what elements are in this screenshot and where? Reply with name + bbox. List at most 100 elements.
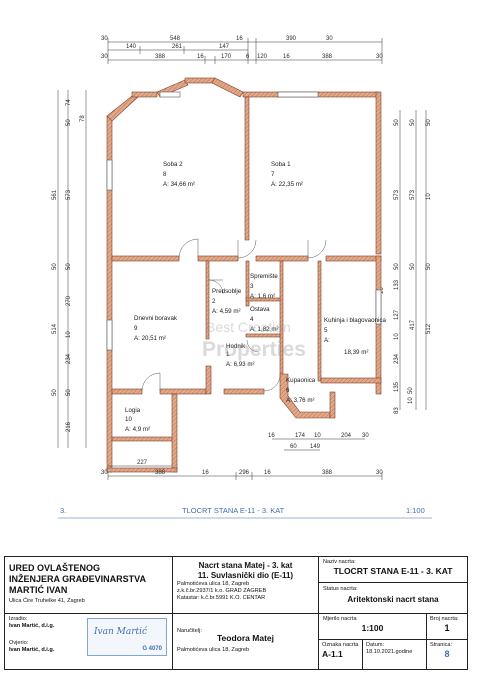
dim-label: 514 bbox=[52, 323, 58, 334]
mark-value: A-1.1 bbox=[322, 649, 343, 659]
room-area: A: 6,93 m² bbox=[226, 361, 255, 368]
date-value: 18.10.2021.godine bbox=[366, 649, 413, 655]
dim-label: 50 bbox=[408, 387, 414, 394]
dim-label: 548 bbox=[170, 36, 181, 42]
date-label: Datum: bbox=[366, 642, 385, 648]
ovjerio-label: Ovjerio: bbox=[9, 640, 29, 646]
room-name: Dnevni boravak bbox=[134, 315, 178, 322]
left-dimensions: 74 78 50 561 573 50 50 270 514 10 234 50… bbox=[52, 99, 86, 432]
office-line3: MARTIĆ IVAN bbox=[9, 585, 68, 595]
floor-plan: 30 548 16 390 30 140 261 147 30 388 16 1… bbox=[52, 36, 432, 519]
dim-label: 10 bbox=[394, 333, 400, 340]
drawing-name: TLOCRT STANA E-11 - 3. KAT bbox=[333, 566, 453, 576]
room-name: Kupaonica bbox=[286, 377, 316, 384]
dim-label: 50 bbox=[426, 119, 432, 126]
dim-label: 16 bbox=[283, 54, 290, 60]
ovjerio-name: Ivan Martić, d.i.g. bbox=[9, 647, 55, 653]
dim-label: 120 bbox=[257, 54, 268, 60]
status-label: Status nacrta: bbox=[323, 586, 358, 592]
dim-label: 10 bbox=[408, 397, 414, 404]
project-cell: Nacrt stana Matej - 3. kat 11. Suvlasnič… bbox=[173, 557, 319, 614]
dim-label: 149 bbox=[310, 444, 321, 450]
dim-label: 16 bbox=[202, 470, 209, 476]
sheetnum-label: Broj nacrta: bbox=[430, 616, 459, 622]
page-value: 8 bbox=[444, 649, 450, 659]
room-area: A: 4,59 m² bbox=[212, 308, 241, 315]
room-predsoblje: Predsoblje 2 A: 4,59 m² bbox=[212, 288, 242, 315]
signatures-cell: Izradio: Ivan Martić, d.i.g. Ovjerio: Iv… bbox=[5, 614, 173, 669]
izradio-label: Izradio: bbox=[9, 616, 28, 622]
bottom-dimensions: 30 388 16 296 16 388 30 bbox=[101, 470, 383, 476]
dim-label: 30 bbox=[376, 470, 383, 476]
date-cell: Datum: 18.10.2021.godine bbox=[363, 640, 427, 669]
office-line2: INŽENJERA GRAĐEVINARSTVA bbox=[9, 574, 147, 584]
status-cell: Status nacrta: Aritektonski nacrt stana bbox=[319, 583, 467, 614]
scale-cell: Mjerilo nacrta 1:100 bbox=[319, 614, 427, 640]
sheetnum-value: 1 bbox=[444, 623, 450, 633]
sheet-scale: 1:100 bbox=[406, 506, 425, 515]
dim-label: 147 bbox=[219, 44, 230, 50]
top-dim-row1: 30 548 16 390 30 bbox=[101, 36, 333, 42]
top-dim-row3: 30 388 16 170 6 120 16 388 30 bbox=[101, 54, 383, 60]
dim-label: 16 bbox=[197, 54, 204, 60]
room-ostava: Ostava 4 A: 1,82 m² bbox=[250, 306, 279, 333]
title-block: URED OVLAŠTENOG INŽENJERA GRAĐEVINARSTVA… bbox=[4, 556, 468, 670]
room-area: A: 34,66 m² bbox=[163, 181, 195, 188]
dim-label: 10 bbox=[314, 433, 321, 439]
dim-label: 60 bbox=[290, 444, 297, 450]
dim-label: 83 bbox=[394, 407, 400, 414]
project-addr1: Palmotićeva ulica 18, Zagreb bbox=[177, 581, 250, 587]
dim-label: 78 bbox=[80, 115, 86, 122]
client-label: Naručitelj: bbox=[177, 628, 202, 634]
scale-value: 1:100 bbox=[361, 623, 384, 633]
room-area: A: 4,9 m² bbox=[125, 426, 150, 433]
dim-label: 30 bbox=[101, 470, 108, 476]
room-name: Kuhinja i blagovaonica bbox=[324, 317, 386, 324]
dim-label: 16 bbox=[264, 470, 271, 476]
dim-label: 388 bbox=[155, 54, 166, 60]
dim-label: 10 bbox=[66, 331, 72, 338]
dim-label: 270 bbox=[66, 295, 72, 306]
sheet-title: TLOCRT STANA E-11 - 3. KAT bbox=[182, 506, 285, 515]
room-number: 7 bbox=[271, 171, 275, 178]
room-name: Spremište bbox=[250, 273, 278, 280]
watermark-line1: Best Croatian bbox=[206, 319, 291, 335]
dim-label: 561 bbox=[52, 189, 58, 200]
dim-label: 50 bbox=[66, 389, 72, 396]
dim-label: 573 bbox=[66, 189, 72, 200]
room-number: 6 bbox=[286, 387, 290, 394]
dim-label: 296 bbox=[239, 470, 250, 476]
windows bbox=[106, 91, 382, 351]
dim-label: 174 bbox=[295, 433, 306, 439]
dim-label: 10 bbox=[379, 287, 385, 294]
sheet-number: 3. bbox=[60, 506, 67, 515]
dim-label: 573 bbox=[394, 189, 400, 200]
dim-label: 50 bbox=[426, 263, 432, 270]
dim-label: 50 bbox=[394, 119, 400, 126]
right-dimensions: 50 573 50 10 133 127 10 234 135 83 10 50… bbox=[379, 119, 432, 414]
room-number: 9 bbox=[134, 325, 138, 332]
office-address: Ulica Ćire Truhelke 41, Zagreb bbox=[9, 598, 85, 604]
dim-label: 127 bbox=[394, 309, 400, 320]
dim-label: 133 bbox=[394, 279, 400, 290]
drawing-name-cell: Naziv nacrta: TLOCRT STANA E-11 - 3. KAT bbox=[319, 557, 467, 583]
bottom-mid-dimensions: 16 174 10 204 30 60 149 227 bbox=[108, 433, 369, 467]
dim-label: 10 bbox=[426, 193, 432, 200]
room-soba-2: Soba 2 8 A: 34,66 m² bbox=[163, 161, 195, 188]
room-number: 3 bbox=[250, 283, 254, 290]
doors bbox=[141, 238, 327, 392]
room-hodnik: Hodnik 1 A: 6,93 m² bbox=[226, 343, 255, 368]
dim-label: 6 bbox=[246, 54, 250, 60]
dim-label: 140 bbox=[126, 44, 137, 50]
room-name: Hodnik bbox=[226, 343, 246, 350]
client-address: Palmotićeva ulica 18, Zagreb bbox=[177, 647, 250, 653]
dim-label: 74 bbox=[66, 99, 72, 106]
project-addr3: Katastar: k.č.br.5991 K.O. CENTAR bbox=[177, 595, 266, 601]
stamp: Ivan Martić G 4070 bbox=[87, 618, 167, 656]
stamp-name: Ivan Martić bbox=[94, 627, 148, 637]
client-name: Teodora Matej bbox=[217, 633, 274, 643]
dim-label: 16 bbox=[268, 433, 275, 439]
dim-label: 30 bbox=[101, 54, 108, 60]
dim-label: 50 bbox=[394, 263, 400, 270]
dim-label: 388 bbox=[322, 470, 333, 476]
